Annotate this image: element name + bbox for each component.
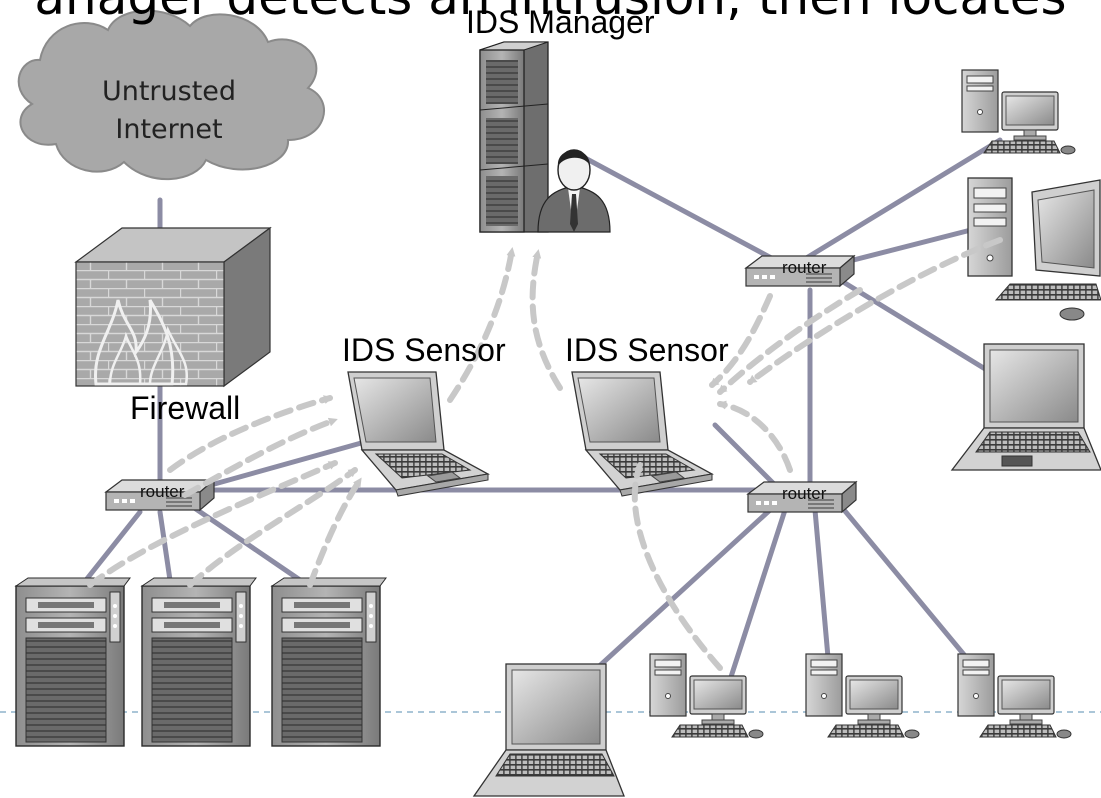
cloud-label-line1: Untrusted <box>101 76 237 107</box>
network-links <box>83 137 1013 683</box>
router-left-label: router <box>140 482 185 501</box>
administrator-person-icon <box>537 149 611 233</box>
ids-sensor-left-label: IDS Sensor <box>342 332 506 368</box>
server-tower-3 <box>271 577 387 747</box>
server-tower-1 <box>15 577 131 747</box>
desktop-computer-top-right <box>961 69 1076 155</box>
desktop-computer-large <box>967 177 1101 321</box>
server-tower-2 <box>141 577 257 747</box>
desktop-computer-bottom-2 <box>805 653 920 739</box>
ids-manager-label: IDS Manager <box>466 4 655 40</box>
laptop-bottom <box>472 663 625 797</box>
desktop-computer-bottom-3 <box>957 653 1072 739</box>
laptop-right <box>950 343 1101 471</box>
router-right-label: router <box>782 484 827 503</box>
slide-title-fragment: anager detects an intrusion, then locate… <box>0 0 1101 26</box>
firewall-icon <box>74 226 272 388</box>
untrusted-internet-cloud <box>17 9 325 181</box>
ids-sensor-laptop-left <box>347 371 489 497</box>
alert-flow-arrows <box>87 237 1003 671</box>
ids-manager-server <box>479 41 549 233</box>
desktop-computer-bottom-1 <box>649 653 764 739</box>
ids-sensor-laptop-right <box>571 371 713 497</box>
cloud-label-line2: Internet <box>115 114 223 145</box>
ids-sensor-right-label: IDS Sensor <box>565 332 729 368</box>
firewall-label: Firewall <box>130 390 241 426</box>
router-top-label: router <box>782 258 827 277</box>
